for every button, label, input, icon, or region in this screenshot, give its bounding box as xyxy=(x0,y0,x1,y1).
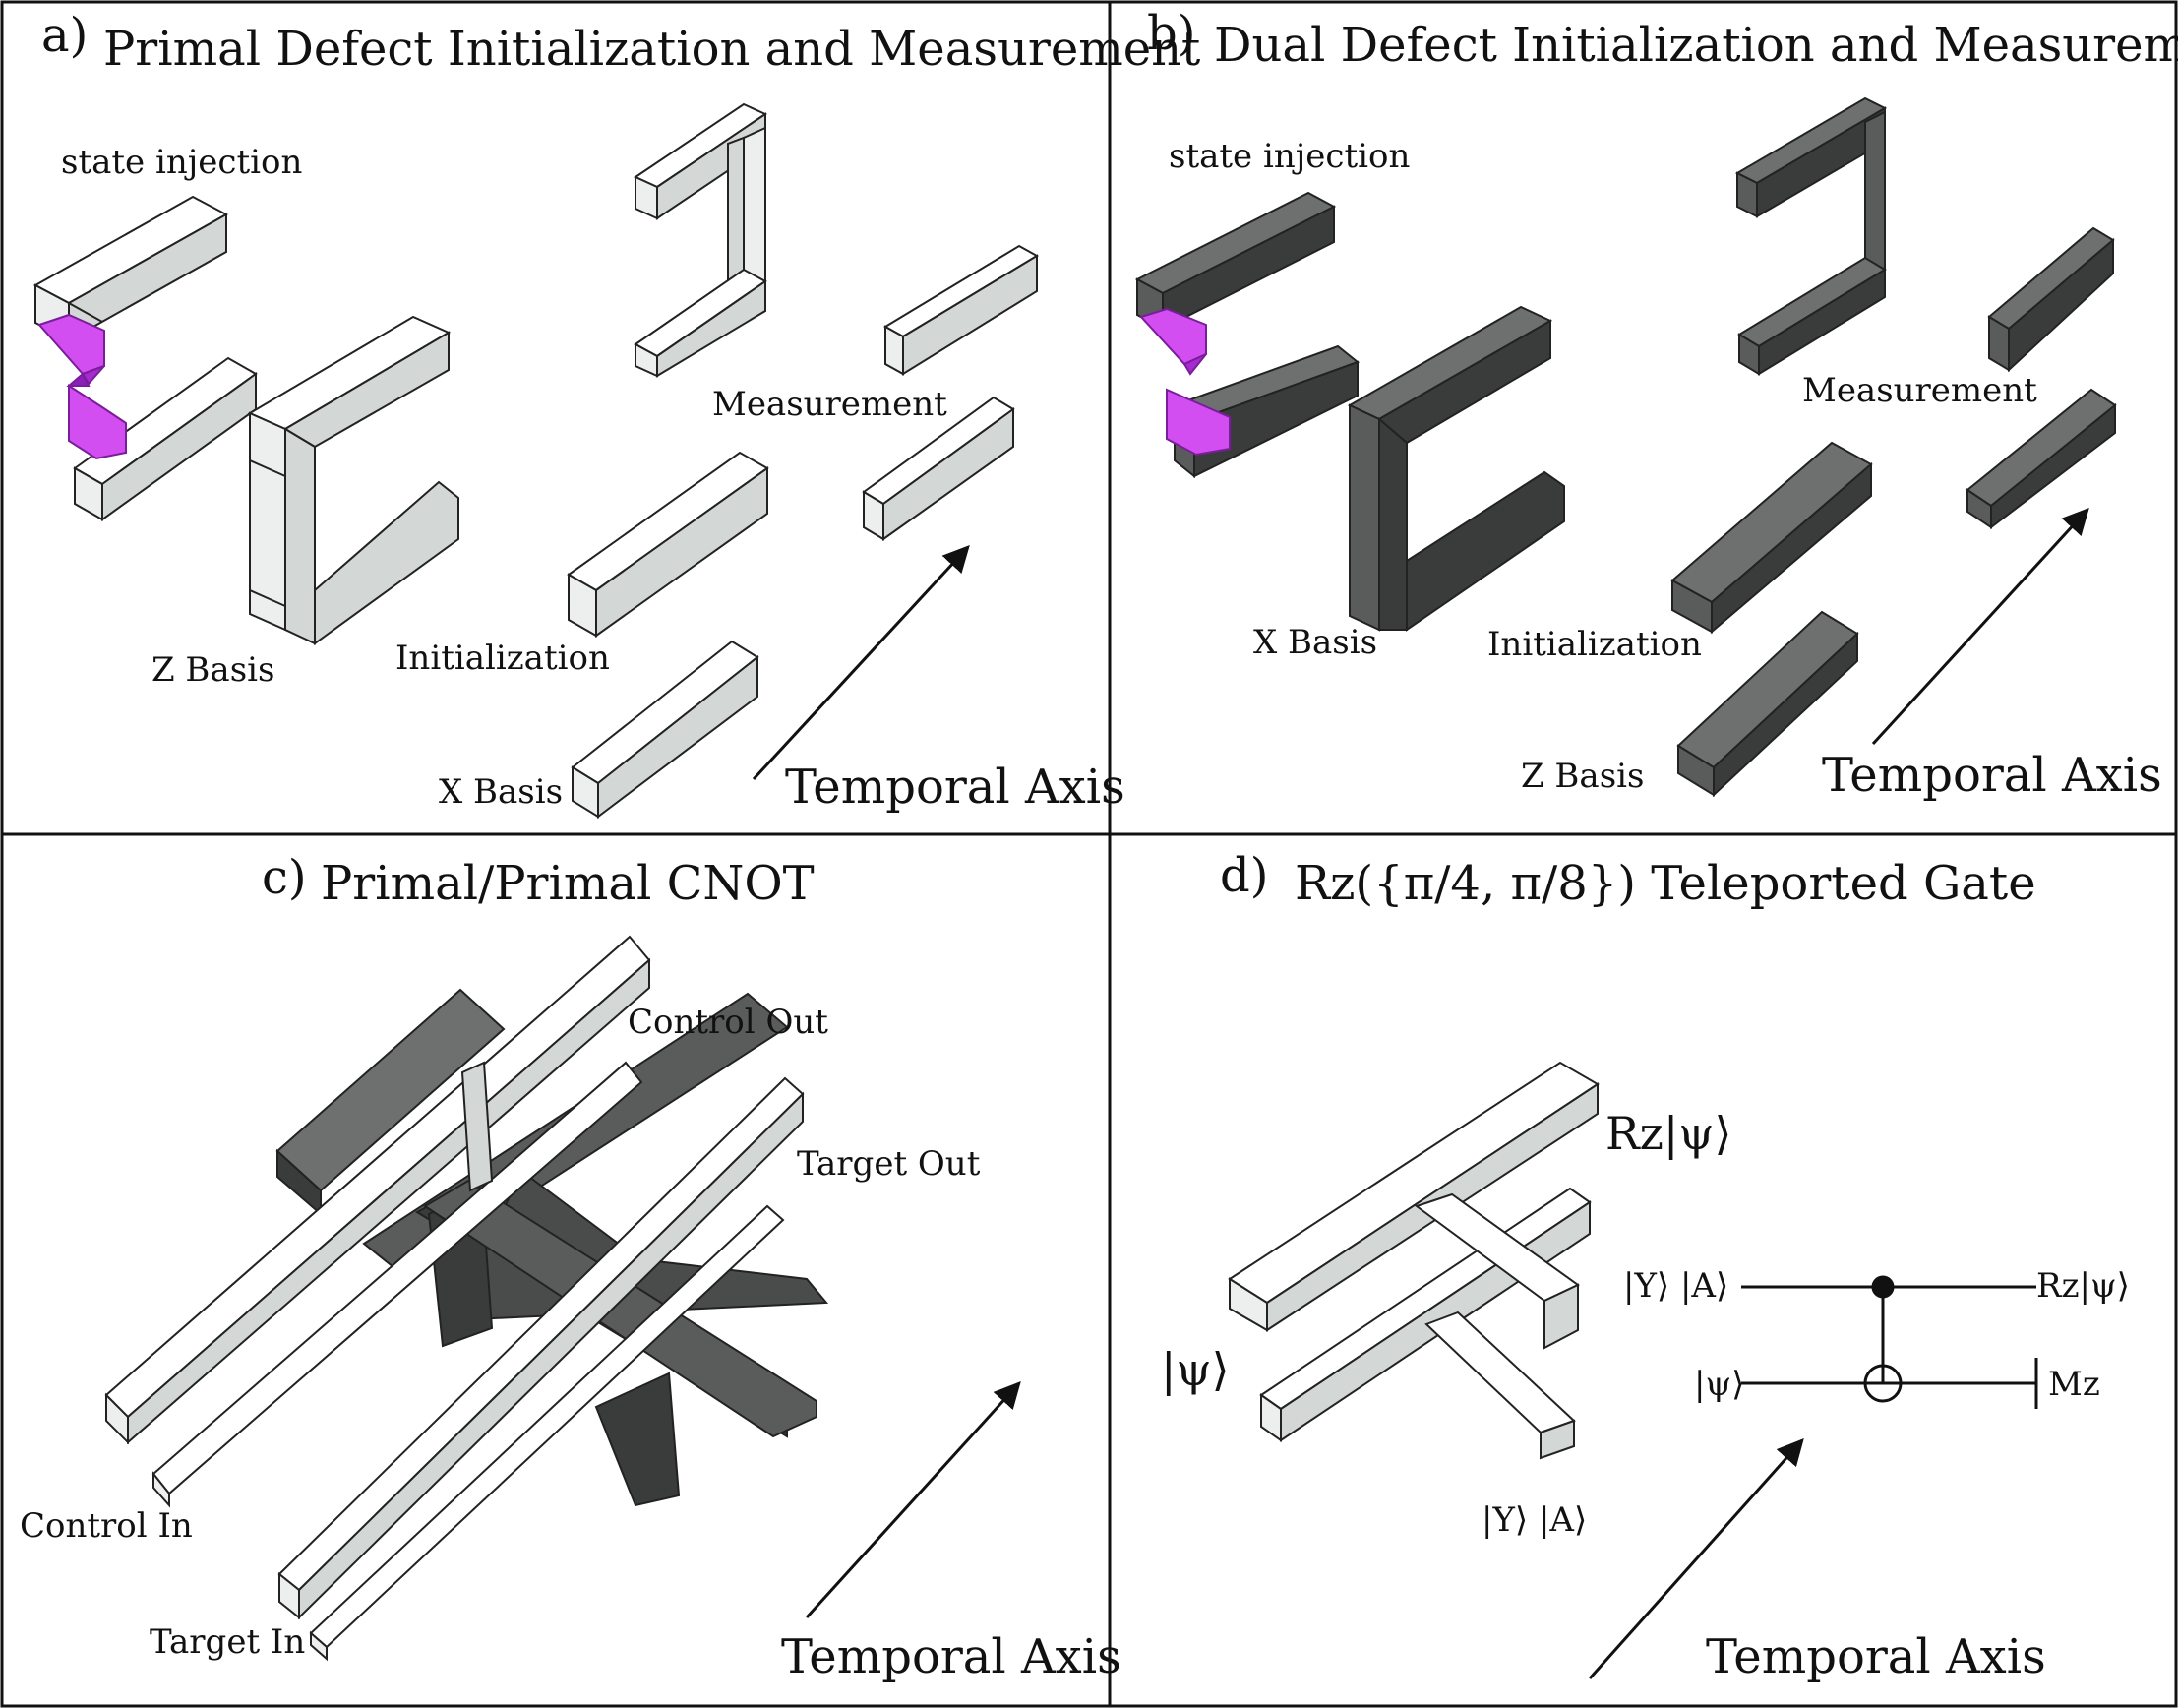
primal-z-basis-u xyxy=(247,315,459,645)
temporal-axis-arrow-a xyxy=(752,545,970,781)
panel-d-letter: d) xyxy=(1220,848,1268,903)
panel-a: a) Primal Defect Initialization and Meas… xyxy=(32,8,1200,820)
primal-initialization-bars xyxy=(567,451,769,820)
label-z-basis-b: Z Basis xyxy=(1521,757,1644,796)
label-z-basis-a: Z Basis xyxy=(151,650,274,690)
panel-a-title: Primal Defect Initialization and Measure… xyxy=(103,22,1200,77)
label-measurement-a: Measurement xyxy=(712,385,947,424)
panel-b: b) Dual Defect Initialization and Measur… xyxy=(1134,6,2178,803)
label-control-out: Control Out xyxy=(628,1003,828,1042)
dual-initialization-bars xyxy=(1670,441,1873,798)
panel-a-letter: a) xyxy=(41,8,88,63)
label-state-injection-a: state injection xyxy=(61,143,302,182)
panel-c: c) Primal/Primal CNOT Cont xyxy=(20,850,1121,1684)
circuit-measure: Mz xyxy=(2048,1365,2100,1404)
panel-b-letter: b) xyxy=(1147,6,1195,61)
temporal-axis-arrow-d xyxy=(1588,1437,1804,1679)
temporal-axis-arrow-c xyxy=(805,1381,1021,1619)
magic-state-injection-icon xyxy=(1139,307,1231,457)
label-y-a-3d: |Y⟩ |A⟩ xyxy=(1482,1500,1587,1540)
magic-state-injection-icon xyxy=(37,313,127,460)
panel-d: d) Rz({π/4, π/8}) Teleported Gate Rz|ψ⟩ … xyxy=(1161,848,2130,1684)
primal-measurement-bars xyxy=(862,244,1039,541)
circuit-input-top: |Y⟩ |A⟩ xyxy=(1623,1266,1728,1306)
label-control-in: Control In xyxy=(20,1506,193,1546)
primal-injection-bars xyxy=(32,195,258,521)
dual-measurement-hook xyxy=(1734,96,1888,376)
temporal-axis-label-d: Temporal Axis xyxy=(1706,1629,2046,1684)
temporal-axis-arrow-b xyxy=(1871,508,2089,746)
label-x-basis-a: X Basis xyxy=(439,772,563,812)
panel-c-title: Primal/Primal CNOT xyxy=(321,856,815,911)
label-rz-psi-3d: Rz|ψ⟩ xyxy=(1605,1107,1731,1160)
label-target-in: Target In xyxy=(150,1622,305,1662)
label-x-basis-b: X Basis xyxy=(1253,623,1377,662)
label-target-out: Target Out xyxy=(797,1144,981,1184)
primal-measurement-hook xyxy=(633,102,768,378)
dual-x-basis-u xyxy=(1347,305,1565,632)
teleport-primal-bars xyxy=(1228,1061,1600,1460)
panel-c-letter: c) xyxy=(262,850,307,905)
dual-measurement-bars xyxy=(1966,226,2117,530)
temporal-axis-label-b: Temporal Axis xyxy=(1822,748,2162,803)
temporal-axis-label-c: Temporal Axis xyxy=(781,1629,1121,1684)
cnot-primal-bars xyxy=(104,935,805,1662)
panel-d-title: Rz({π/4, π/8}) Teleported Gate xyxy=(1295,856,2036,911)
teleport-circuit xyxy=(1741,1275,2038,1409)
temporal-axis-label-a: Temporal Axis xyxy=(785,760,1125,815)
label-measurement-b: Measurement xyxy=(1802,371,2037,410)
panel-b-title: Dual Defect Initialization and Measureme… xyxy=(1214,18,2178,73)
label-psi-3d: |ψ⟩ xyxy=(1161,1343,1230,1396)
label-initialization-b: Initialization xyxy=(1487,625,1702,664)
label-initialization-a: Initialization xyxy=(395,639,610,678)
circuit-output-top: Rz|ψ⟩ xyxy=(2036,1266,2130,1306)
circuit-input-bottom: |ψ⟩ xyxy=(1694,1365,1744,1404)
label-state-injection-b: state injection xyxy=(1169,137,1410,176)
